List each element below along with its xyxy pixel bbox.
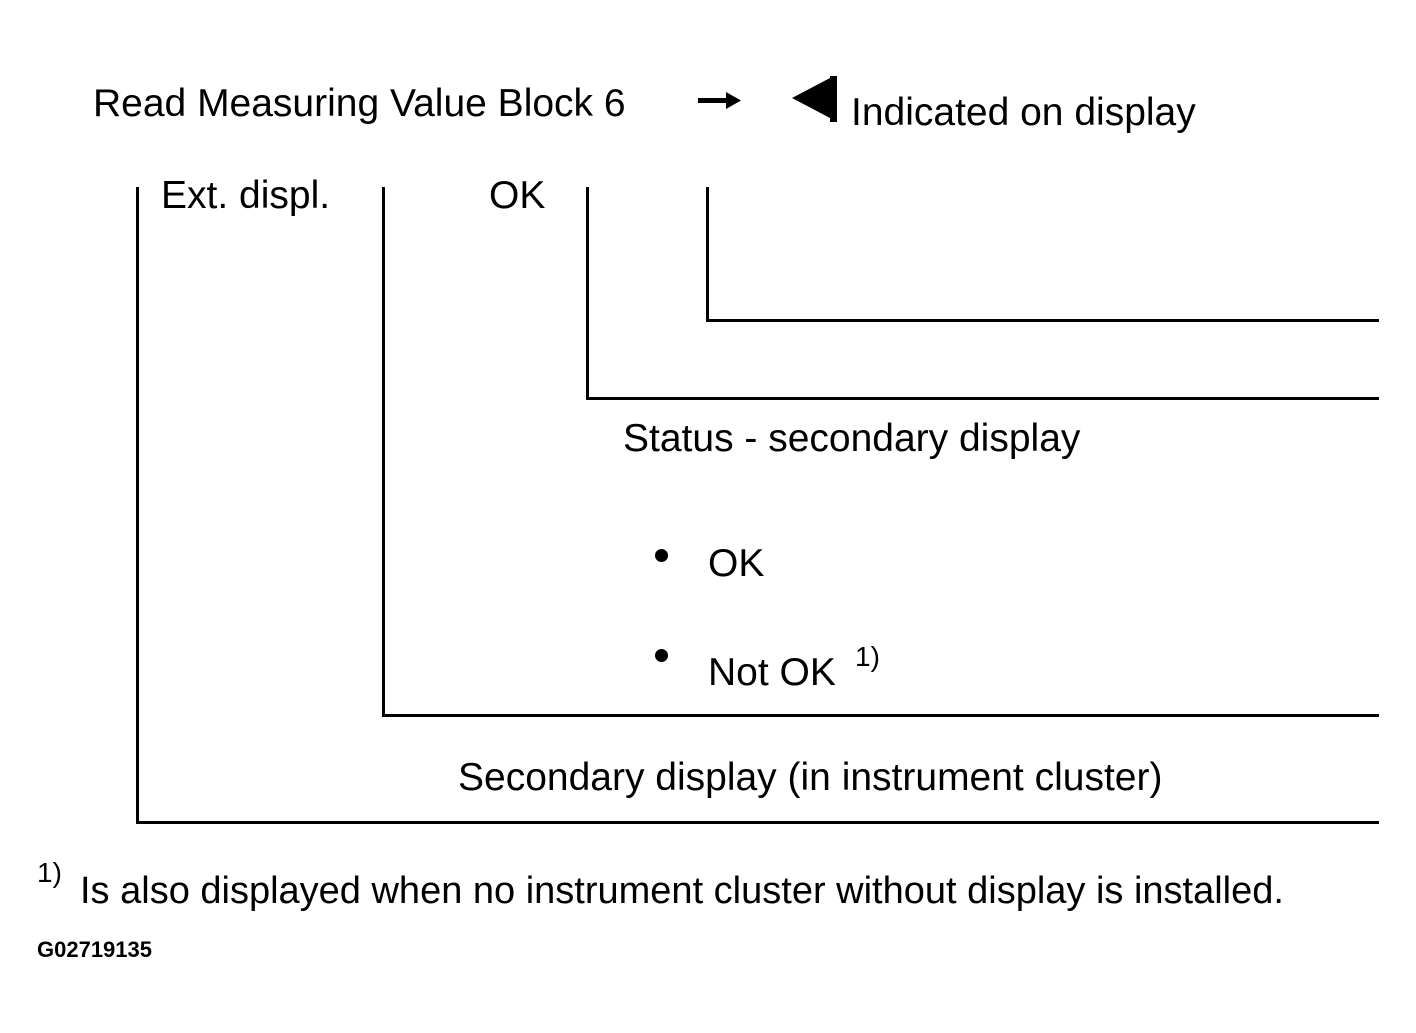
figure-code: G02719135 — [37, 937, 152, 962]
field-ext-displ-label: Ext. displ. — [161, 174, 331, 217]
bracket-line-field4-vertical — [706, 187, 709, 322]
bracket-line-field1-vertical — [136, 187, 139, 824]
bracket-line-field3-vertical — [586, 187, 589, 400]
indicated-on-display-label: Indicated on display — [851, 91, 1196, 134]
bracket-line-field1-horizontal — [136, 821, 1379, 824]
left-triangle-pointer-icon — [792, 76, 837, 122]
footnote-text: Is also displayed when no instrument clu… — [80, 870, 1284, 912]
bracket-line-field2-vertical — [382, 187, 385, 717]
field-ok-label: OK — [489, 174, 546, 217]
right-arrow-icon — [698, 92, 741, 109]
diagram-title: Read Measuring Value Block 6 — [93, 82, 626, 125]
bracket-line-field3-horizontal — [586, 397, 1379, 400]
bracket-line-field2-horizontal — [382, 714, 1379, 717]
footnote-marker-superscript: 1) — [855, 641, 880, 672]
bullet-icon — [655, 649, 668, 662]
status-option-not-ok: Not OK — [708, 651, 836, 694]
status-option-ok: OK — [708, 542, 765, 585]
secondary-display-description: Secondary display (in instrument cluster… — [458, 756, 1163, 799]
status-secondary-display-heading: Status - secondary display — [623, 417, 1081, 460]
bullet-icon — [655, 549, 668, 562]
footnote-marker: 1) — [37, 857, 62, 888]
bracket-line-field4-horizontal — [706, 319, 1379, 322]
